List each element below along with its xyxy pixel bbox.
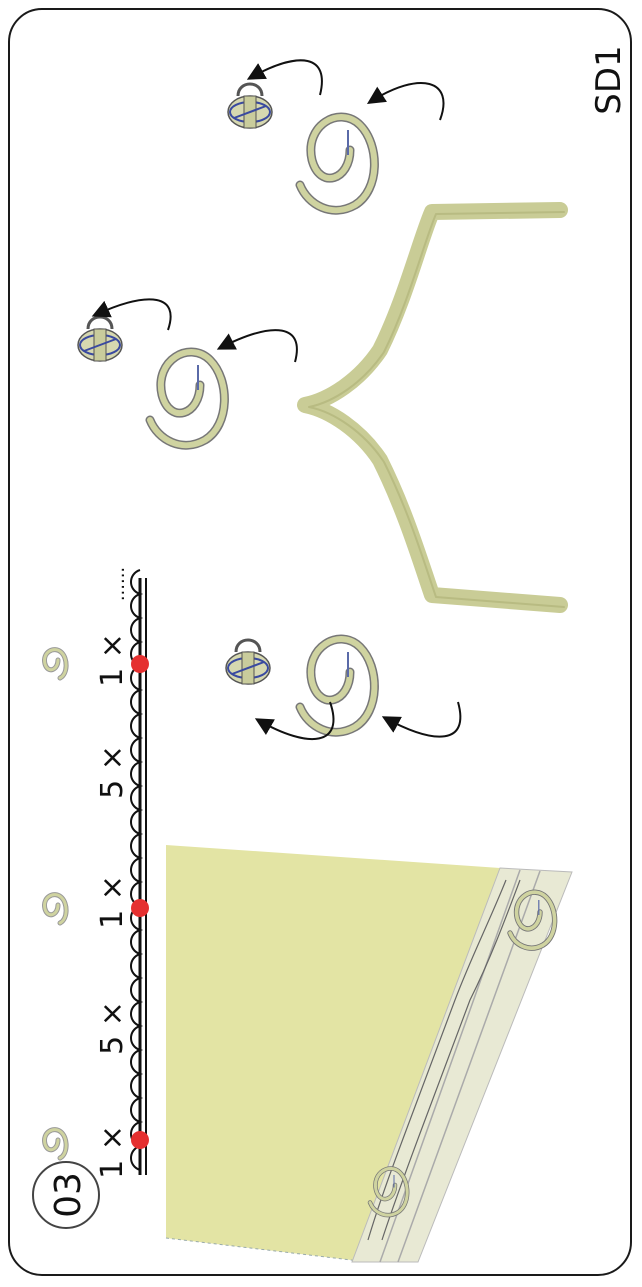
spacing-label: 1 × — [95, 875, 130, 929]
rotate-arrow-icon — [366, 82, 445, 121]
spacing-marker — [131, 1131, 149, 1149]
track-continuation: ...... — [108, 567, 129, 601]
spacing-label: 1 × — [95, 1125, 130, 1179]
hook-icon — [45, 895, 67, 923]
rotate-arrow-icon — [216, 329, 298, 363]
hook-icon — [45, 650, 67, 678]
glider-icon — [76, 315, 124, 363]
spacing-marker — [131, 899, 149, 917]
curtain-panel — [165, 845, 573, 1263]
model-code: SD1 — [589, 45, 629, 114]
hook-icon — [300, 639, 374, 732]
spacing-label: 5 × — [95, 745, 130, 799]
spacing-label: 5 × — [95, 1001, 130, 1055]
spacing-labels: 1 × 5 × 1 × 5 × 1 × — [95, 633, 130, 1179]
spacing-marker — [131, 655, 149, 673]
track-profile — [297, 202, 568, 613]
hook-icon — [300, 117, 374, 210]
spacing-track: ...... — [108, 567, 149, 1175]
hook-icon — [150, 352, 224, 445]
glider-icon — [224, 638, 272, 686]
rotate-arrow-icon — [381, 701, 462, 738]
hook-icon — [45, 1130, 67, 1158]
glider-icon — [226, 82, 274, 130]
rotate-arrow-icon — [91, 298, 172, 331]
step-badge: 03 — [32, 1161, 100, 1229]
step-number: 03 — [48, 1172, 89, 1218]
spacing-label: 1 × — [95, 633, 130, 687]
rotate-arrow-icon — [254, 701, 335, 741]
rotate-arrow-icon — [246, 59, 323, 96]
